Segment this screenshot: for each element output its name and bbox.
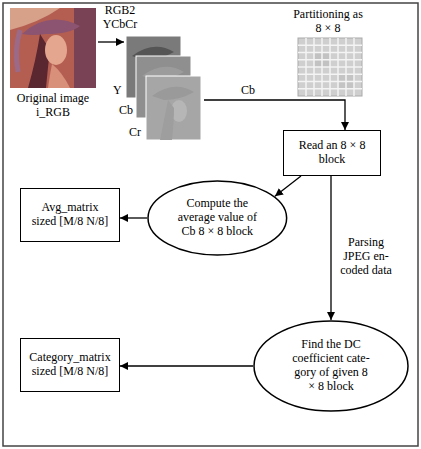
cr-channel-image [146,76,201,140]
channel-hair [160,100,174,140]
ellipse-text: Find the DC coefficient cate- gory of gi… [290,338,372,393]
ellipse-text: Compute the average value of Cb 8 × 8 bl… [171,197,263,238]
output-box: Category_matrix sized [M/8 N/8] [20,338,120,392]
process-ellipse: Compute the average value of Cb 8 × 8 bl… [147,180,288,256]
source-image: Original image i_RGB [8,6,98,134]
flow-arrow [275,176,301,196]
output-box: Avg_matrix sized [M/8 N/8] [20,188,120,242]
flow-arrow [98,41,124,42]
photo-shade [74,8,96,88]
grid-ground [298,38,362,96]
box-text: Read an 8 × 8 block [292,139,372,167]
flow-arrow [120,365,253,366]
channel-stack: YCbCr [124,34,204,142]
channel-hat [152,87,194,100]
partition-image: Partitioning as 8 × 8 [280,6,376,96]
color-photo [10,8,96,88]
box-text: Category_matrix sized [M/8 N/8] [29,351,112,379]
flow-arrow [120,217,147,218]
edge-label: Parsing JPEG en- coded data [336,236,396,277]
edge-label: Cb [236,84,260,98]
process-box: Read an 8 × 8 block [283,130,381,176]
process-ellipse: Find the DC coefficient cate- gory of gi… [253,320,409,412]
image-caption: Partitioning as 8 × 8 [291,8,365,36]
channel-ground [146,76,201,140]
photo-feather [16,30,20,72]
channel-label: Y [113,84,122,98]
channel-label: Cr [129,126,141,140]
block-grid-image [298,38,362,96]
outer-frame [3,3,418,446]
channel-label: Cb [119,104,133,118]
photo-shoulder [48,64,70,88]
edge-label: RGB2 YCbCr [100,4,140,32]
grid-lines [298,38,362,96]
photo-hat [22,20,80,35]
photo-ground [10,8,96,88]
flow-arrow [204,100,345,130]
flow-arrow [330,176,331,320]
photo-face [45,35,67,65]
ellipse-shape [148,181,287,255]
ellipse-shape [254,321,408,411]
image-caption: Original image i_RGB [8,92,98,120]
box-text: Avg_matrix sized [M/8 N/8] [29,201,112,229]
